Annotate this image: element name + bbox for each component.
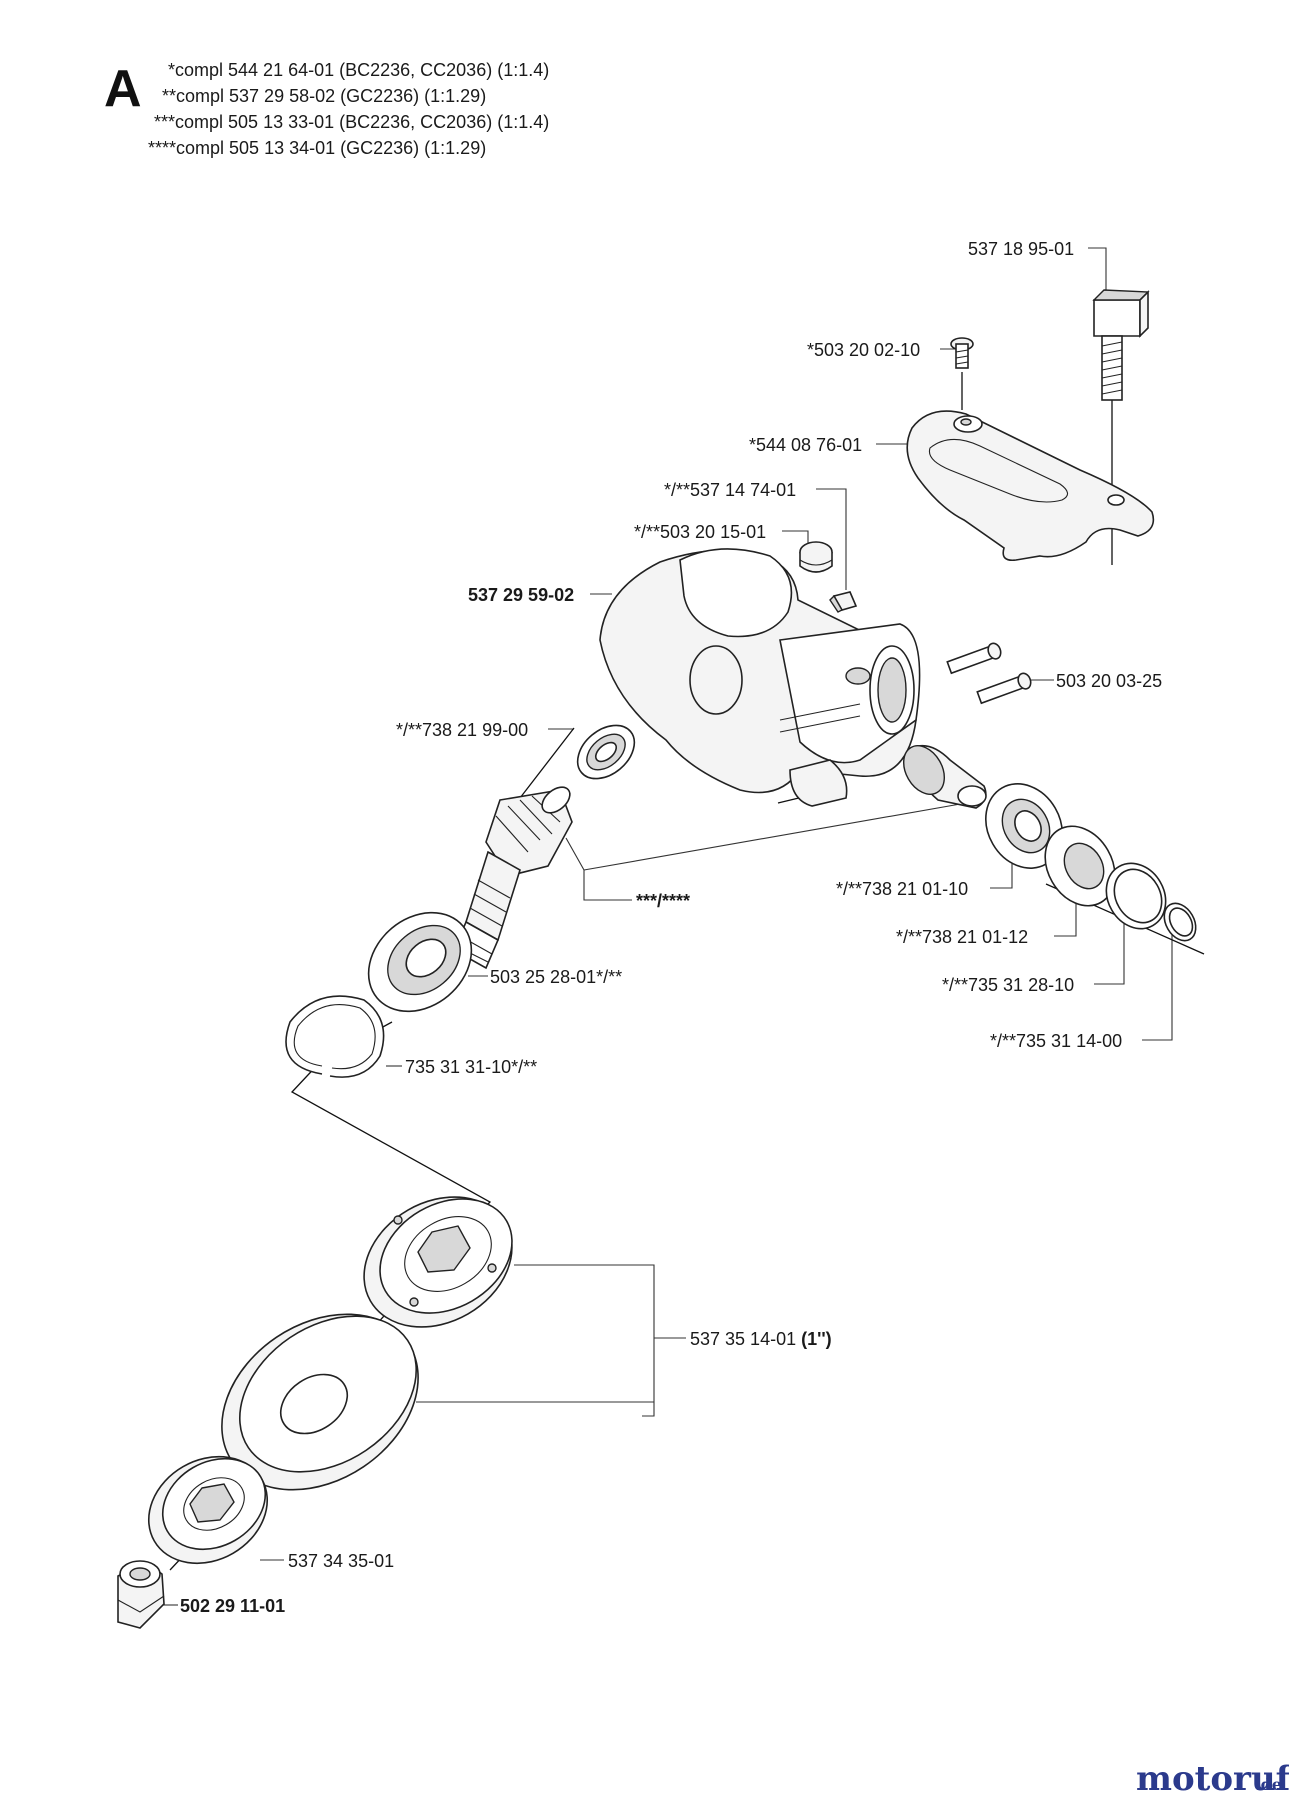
cover-screw-part [950, 337, 974, 369]
label-537-29-59-02: 537 29 59-02 [468, 585, 574, 605]
small-bearing-part [576, 724, 636, 780]
label-537-18-95-01: 537 18 95-01 [968, 239, 1074, 259]
header-note-3: ***compl 505 13 33-01 (BC2236, CC2036) (… [154, 112, 549, 132]
label-537-34-35-01: 537 34 35-01 [288, 1551, 394, 1571]
gear-housing-part [599, 548, 921, 807]
label-537-14-74-01: */**537 14 74-01 [664, 480, 796, 500]
label-735-31-14-00: */**735 31 14-00 [990, 1031, 1122, 1051]
label-544-08-76-01: *544 08 76-01 [749, 435, 862, 455]
header-note-1: *compl 544 21 64-01 (BC2236, CC2036) (1:… [168, 60, 549, 80]
key-part [829, 591, 858, 613]
ring-735-31-28-10-part [1105, 862, 1167, 930]
label-537-35-14-01: 537 35 14-01 (1'') [690, 1329, 832, 1349]
bearing-738-21-01-10-part [985, 783, 1063, 869]
label-503-20-15-01: */**503 20 15-01 [634, 522, 766, 542]
label-738-21-01-12: */**738 21 01-12 [896, 927, 1028, 947]
blade-kit-size: (1'') [801, 1329, 832, 1349]
header-note-2: **compl 537 29 58-02 (GC2236) (1:1.29) [162, 86, 486, 106]
plug-part [799, 541, 833, 573]
nut-part [117, 1560, 165, 1629]
label-738-21-01-10: */**738 21 01-10 [836, 879, 968, 899]
blade-kit-number: 537 35 14-01 [690, 1329, 796, 1349]
label-738-21-99-00: */**738 21 99-00 [396, 720, 528, 740]
label-735-31-31-10: 735 31 31-10*/** [405, 1057, 537, 1077]
screws-part [946, 642, 1032, 705]
motoruf-watermark: motoruf .de [1136, 1759, 1289, 1799]
label-gear-shaft-assembly: ***/**** [636, 891, 690, 911]
label-503-25-28-01: 503 25 28-01*/** [490, 967, 622, 987]
section-letter: A [104, 60, 142, 118]
dish-part [221, 1313, 419, 1491]
label-503-20-03-25: 503 20 03-25 [1056, 671, 1162, 691]
label-502-29-11-01: 502 29 11-01 [180, 1596, 285, 1616]
circlip-part [285, 995, 385, 1078]
cover-part [906, 410, 1155, 562]
ring-735-31-14-00-part [1163, 902, 1197, 942]
blade-flange-part [363, 1196, 513, 1328]
watermark-suffix: .de [1255, 1775, 1282, 1794]
gear-shaft-part [452, 786, 573, 970]
header-note-4: ****compl 505 13 34-01 (GC2236) (1:1.29) [148, 138, 486, 158]
main-bearing-part [367, 911, 473, 1013]
watermark-text: motoruf [1136, 1759, 1289, 1799]
clamp-screw-part [1092, 289, 1150, 401]
bearing-738-21-01-12-part [1044, 825, 1116, 907]
label-503-20-02-10: *503 20 02-10 [807, 340, 920, 360]
right-shaft-part [903, 744, 987, 809]
support-cup-part [147, 1455, 269, 1565]
label-735-31-28-10: */**735 31 28-10 [942, 975, 1074, 995]
